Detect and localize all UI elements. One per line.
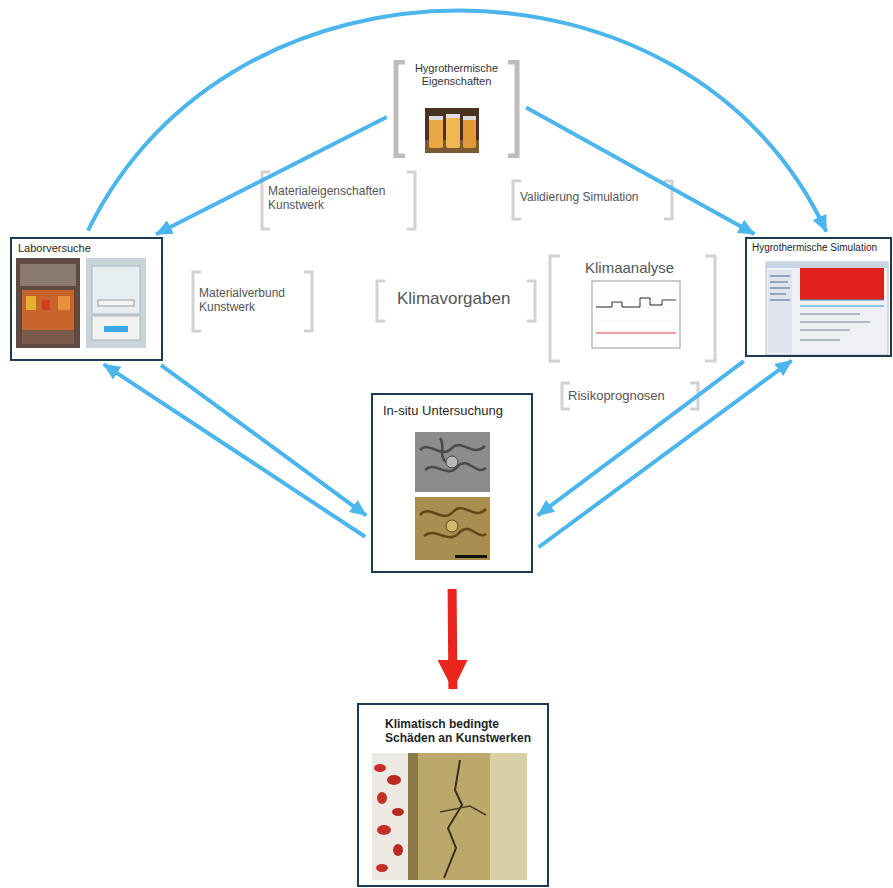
flow-arrow	[156, 117, 387, 234]
lab-photos	[92, 316, 140, 340]
bracket-label: Validierung Simulation	[520, 190, 639, 204]
node-title: Hygrothermische Eigenschaften	[401, 62, 512, 88]
bracket-label: Klimavorgaben	[397, 289, 510, 309]
damage-photo	[377, 825, 391, 835]
bracket-label: Materialeigenschaften Kunstwerk	[268, 184, 408, 213]
in-situ-photos	[420, 508, 486, 537]
simulation-screenshot	[770, 276, 790, 300]
damage-photo	[372, 753, 408, 880]
lab-photos	[42, 300, 50, 310]
lab-photos	[26, 296, 36, 310]
label-brackets	[193, 272, 312, 331]
in-situ-photos	[415, 432, 490, 492]
jars-photo	[463, 118, 476, 148]
climate-chart	[592, 291, 680, 341]
damage-photo	[387, 775, 401, 785]
lab-photos	[20, 264, 76, 286]
process-box: Hygrothermische Simulation	[745, 237, 892, 357]
node-title: In-situ Untersuchung	[383, 403, 521, 419]
label-brackets	[193, 172, 715, 409]
simulation-screenshot	[766, 262, 888, 268]
flow-arrow	[104, 364, 365, 536]
simulation-screenshot	[800, 300, 884, 306]
damage-photo	[374, 764, 386, 772]
climate-chart	[596, 333, 676, 334]
result-box: Klimatisch bedingte Schäden an Kunstwerk…	[357, 703, 549, 887]
in-situ-photos	[420, 438, 486, 471]
damage-photo	[376, 864, 388, 872]
label-brackets	[550, 256, 715, 361]
jars-photo	[446, 116, 460, 148]
lab-photos	[16, 258, 146, 348]
simulation-screenshot	[766, 262, 888, 355]
lab-photos	[86, 258, 146, 348]
result-arrow	[448, 589, 458, 689]
jars-photo	[429, 116, 443, 120]
flow-arrow	[538, 361, 744, 515]
node-title: Klimatisch bedingte Schäden an Kunstwerk…	[385, 717, 537, 746]
lab-photos	[22, 290, 74, 330]
label-brackets	[262, 172, 415, 229]
damage-photo	[490, 753, 527, 880]
in-situ-photos	[446, 520, 458, 532]
damage-photo	[377, 792, 387, 804]
bracket-label: Risikoprognosen	[568, 388, 665, 404]
flow-arrow	[88, 11, 826, 232]
damage-photo	[393, 844, 403, 856]
lab-photos	[22, 330, 74, 344]
damage-photo	[444, 760, 462, 878]
in-situ-photos	[455, 555, 487, 558]
damage-photo	[440, 806, 486, 815]
label-brackets	[377, 281, 535, 321]
lab-photos	[98, 300, 134, 306]
simulation-screenshot	[766, 262, 888, 355]
jars-photo	[425, 108, 479, 153]
jars-photo	[463, 116, 476, 120]
damage-photo	[372, 753, 527, 880]
bracket-label: Klimaanalyse	[585, 259, 674, 277]
simulation-screenshot	[800, 268, 884, 300]
climate-chart	[596, 298, 676, 307]
climate-chart	[592, 281, 680, 348]
node-title: Laborversuche	[18, 242, 155, 255]
process-box: Laborversuche	[10, 237, 163, 361]
simulation-screenshot	[768, 270, 792, 353]
property-bracket: Hygrothermische Eigenschaften	[393, 60, 520, 158]
climate-chart	[592, 281, 680, 348]
flow-arrow	[539, 361, 792, 548]
bracket-label: Materialverbund Kunstwerk	[199, 286, 303, 315]
jars-photo	[425, 108, 479, 153]
damage-photo	[372, 753, 527, 880]
lab-photos	[104, 326, 128, 332]
lab-photos	[92, 266, 140, 314]
bracket-outline	[396, 62, 517, 156]
in-situ-photos	[415, 497, 490, 560]
label-brackets	[562, 383, 698, 409]
node-title: Hygrothermische Simulation	[752, 242, 885, 254]
simulation-screenshot	[800, 314, 870, 340]
label-brackets	[513, 181, 672, 219]
damage-photo	[392, 808, 404, 816]
jars-photo	[429, 118, 443, 148]
in-situ-photos	[415, 432, 490, 560]
flow-arrow	[526, 107, 754, 234]
bracket-outline	[393, 60, 520, 158]
lab-photos	[16, 258, 80, 348]
damage-photo	[408, 753, 418, 880]
process-box: In-situ Untersuchung	[371, 393, 533, 573]
lab-photos	[58, 296, 70, 310]
jars-photo	[446, 114, 460, 118]
flow-arrow	[161, 365, 366, 515]
in-situ-photos	[446, 456, 458, 468]
